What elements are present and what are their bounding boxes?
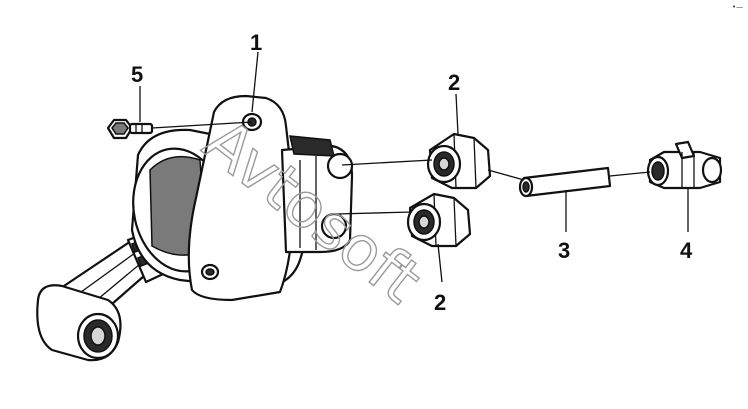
- leader-lines: [139, 51, 689, 283]
- corner-mark: •—: [732, 3, 743, 11]
- callout-2-upper: 2: [448, 70, 460, 95]
- callout-3: 3: [558, 238, 570, 263]
- part-2-fitting-upper: [426, 132, 492, 190]
- callout-2-lower: 2: [434, 290, 446, 315]
- part-4-connector: [646, 140, 723, 190]
- part-3-pipe: [518, 166, 612, 198]
- part-2-fitting-lower: [406, 192, 472, 248]
- part-1-housing-assembly: [36, 94, 354, 362]
- callout-5: 5: [131, 62, 143, 87]
- callout-1: 1: [250, 30, 262, 55]
- part-5-bolt: [106, 118, 154, 140]
- callout-4: 4: [680, 238, 693, 263]
